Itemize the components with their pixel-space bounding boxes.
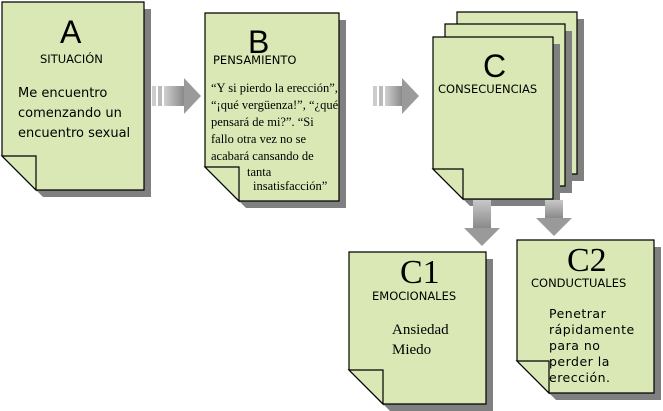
c2-letter: C2 (567, 242, 607, 279)
arrow-c-to-c2 (536, 200, 572, 236)
b-line: fallo otra vez no se (211, 132, 307, 146)
c1-line: Miedo (392, 342, 432, 358)
c2-line: para no (549, 338, 601, 353)
c1-text: Ansiedad Miedo (392, 320, 449, 360)
b-text: “Y si pierdo la erección”, “¡qué vergüen… (211, 80, 346, 194)
page-b (203, 12, 346, 208)
page-a (0, 1, 151, 197)
b-title: PENSAMIENTO (213, 53, 297, 67)
page-c1 (347, 251, 493, 411)
c2-line: erección. (549, 370, 611, 385)
b-letter: B (248, 24, 270, 60)
page-c-front (431, 36, 560, 206)
arrow-b-to-c (373, 78, 419, 114)
c2-line: rápidamente (549, 322, 635, 337)
b-line: pensará de mi?”. “Si (211, 115, 314, 129)
b-line: acabará cansando de (211, 149, 314, 163)
arrow-a-to-b (152, 78, 201, 114)
c2-text: Penetrar rápidamente para no perder la e… (549, 306, 635, 386)
c2-line: perder la (549, 354, 610, 369)
a-title: SITUACIÓN (40, 52, 103, 66)
c1-letter: C1 (400, 254, 440, 291)
c-letter: C (483, 48, 507, 84)
c2-line: Penetrar (549, 306, 607, 321)
c2-title: CONDUCTUALES (531, 276, 627, 290)
a-text: Me encuentro comenzando un encuentro sex… (18, 86, 131, 141)
arrow-c-to-c1 (464, 200, 500, 246)
c-title: CONSECUENCIAS (438, 82, 538, 96)
page-c2 (515, 239, 661, 400)
c1-title: EMOCIONALES (372, 289, 457, 303)
b-line: insatisfacción” (253, 179, 328, 193)
b-line: “Y si pierdo la erección”, (211, 81, 338, 95)
c1-line: Ansiedad (392, 322, 449, 338)
b-line: tanta (247, 165, 272, 179)
b-line: “¡qué vergüenza!”, “¿qué (211, 98, 339, 112)
a-letter: A (60, 14, 82, 50)
